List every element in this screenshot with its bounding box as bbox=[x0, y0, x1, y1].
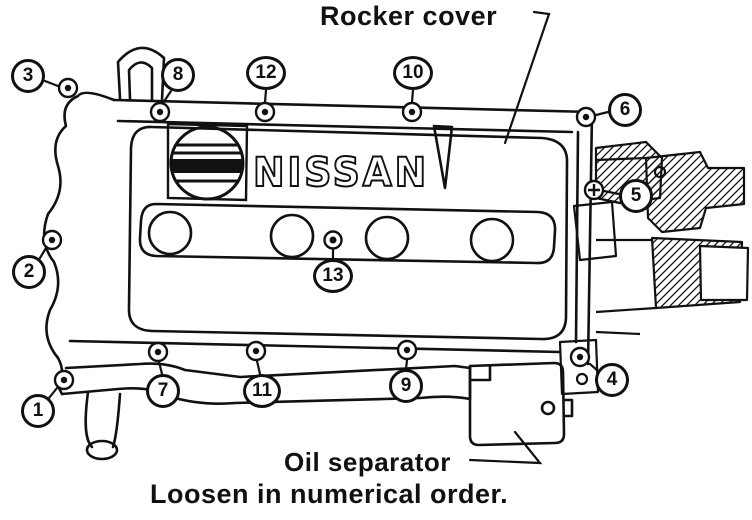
cover-outline bbox=[42, 46, 594, 461]
spark-plug-wells bbox=[138, 202, 557, 265]
callout-11: 11 bbox=[243, 374, 281, 408]
callout-1: 1 bbox=[21, 394, 55, 428]
bolt-9-icon bbox=[396, 339, 418, 361]
engine-bracket bbox=[558, 140, 750, 396]
callout-3: 3 bbox=[11, 59, 45, 93]
nissan-logo bbox=[166, 122, 249, 202]
callout-4: 4 bbox=[595, 363, 629, 397]
bolt-8-icon bbox=[149, 101, 171, 123]
bolt-3-icon bbox=[57, 77, 79, 99]
callout-5: 5 bbox=[619, 179, 653, 213]
callout-2: 2 bbox=[12, 255, 46, 289]
callout-leader-lines bbox=[38, 79, 621, 400]
instruction-text: Loosen in numerical order. bbox=[150, 479, 509, 509]
brand-text: NISSAN bbox=[253, 150, 429, 196]
bolt-2-icon bbox=[41, 229, 63, 251]
bolt-4-icon bbox=[569, 346, 591, 368]
bolt-7-icon bbox=[147, 341, 169, 363]
bolt-5-icon bbox=[583, 179, 605, 201]
bolt-12-icon bbox=[254, 101, 276, 123]
bolt-13-icon bbox=[323, 230, 343, 250]
bolt-1-icon bbox=[53, 369, 75, 391]
bolt-6-icon bbox=[575, 106, 597, 128]
callout-10: 10 bbox=[393, 56, 433, 90]
bolt-11-icon bbox=[245, 340, 267, 362]
oil-separator-label: Oil separator bbox=[284, 447, 451, 477]
callout-7: 7 bbox=[146, 374, 180, 408]
callout-12: 12 bbox=[246, 56, 286, 90]
rocker-cover-label: Rocker cover bbox=[320, 1, 498, 31]
callout-9: 9 bbox=[389, 369, 423, 403]
bolt-10-icon bbox=[401, 101, 423, 123]
callout-6: 6 bbox=[608, 93, 642, 127]
callout-8: 8 bbox=[161, 58, 195, 92]
oil-separator-outline bbox=[468, 361, 574, 447]
bolts bbox=[41, 77, 605, 391]
callout-13: 13 bbox=[313, 259, 353, 293]
label-leader-lines bbox=[468, 10, 551, 465]
